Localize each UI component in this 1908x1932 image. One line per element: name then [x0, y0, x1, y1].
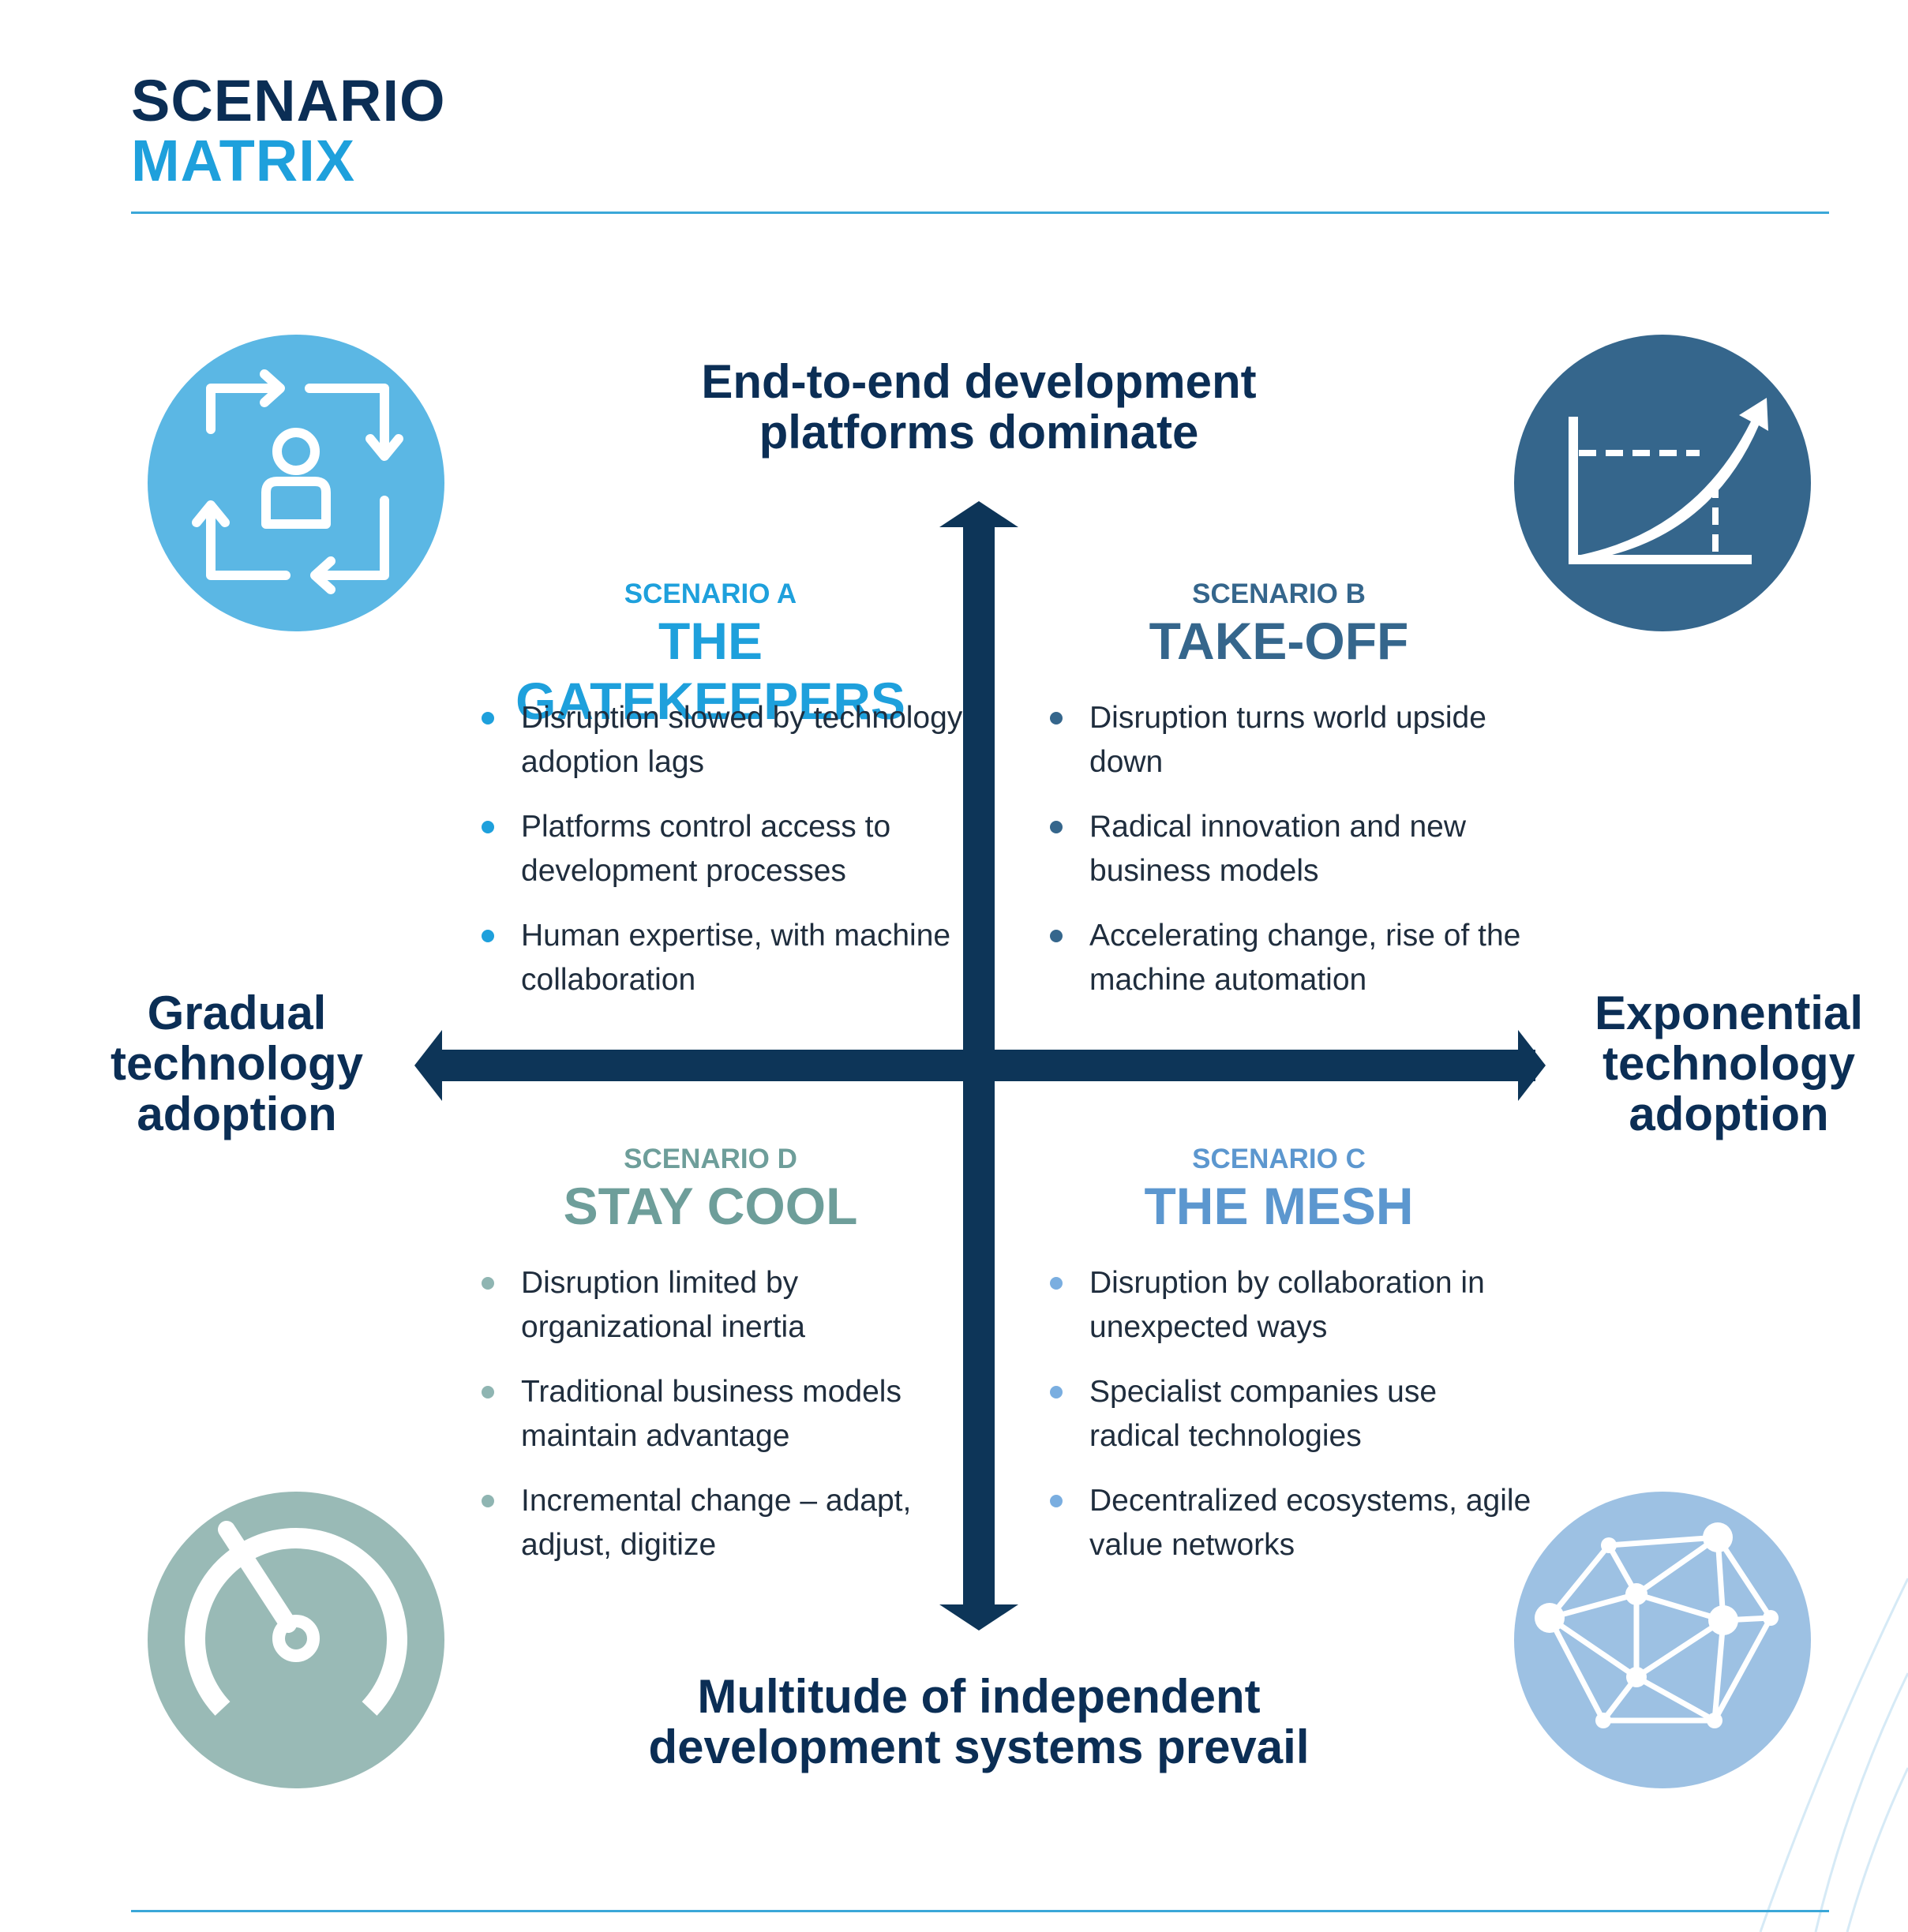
speedometer-gauge-icon: [148, 1492, 444, 1788]
title-line-2: MATRIX: [131, 128, 356, 193]
scenario-c-name: THE MESH: [1144, 1177, 1414, 1235]
page-title: SCENARIO MATRIX: [131, 71, 446, 191]
bullet-text: Disruption slowed by technology adoption…: [521, 701, 963, 779]
axis-label-top: End-to-end development platforms dominat…: [701, 355, 1257, 459]
list-item: Accelerating change, rise of the machine…: [1050, 914, 1531, 1002]
list-item: Disruption by collaboration in unexpecte…: [1050, 1261, 1531, 1350]
bullet-dot: [1050, 1495, 1063, 1507]
scenario-d-block: SCENARIO D STAY COOL Disruption limited …: [466, 1143, 955, 1562]
bullet-text: Disruption limited by organizational ine…: [521, 1266, 805, 1344]
horizontal-axis-shaft: [438, 1050, 1535, 1081]
list-item: Radical innovation and new business mode…: [1050, 805, 1531, 893]
list-item: Disruption turns world upside down: [1050, 696, 1531, 784]
axis-label-left: Gradual technology adoption: [110, 987, 363, 1140]
list-item: Disruption slowed by technology adoption…: [482, 696, 963, 784]
scenario-c-kicker: SCENARIO C: [1192, 1144, 1366, 1174]
bullet-text: Radical innovation and new business mode…: [1089, 810, 1466, 888]
bullet-text: Human expertise, with machine collaborat…: [521, 919, 951, 997]
bullet-dot: [1050, 930, 1063, 942]
list-item: Specialist companies use radical technol…: [1050, 1370, 1531, 1458]
scenario-b-block: SCENARIO B TAKE-OFF Disruption turns wor…: [1034, 578, 1524, 997]
bullet-text: Disruption turns world upside down: [1089, 701, 1486, 779]
scenario-d-kicker: SCENARIO D: [624, 1144, 797, 1174]
bullet-dot: [1050, 821, 1063, 833]
bullet-dot: [482, 930, 494, 942]
list-item: Human expertise, with machine collaborat…: [482, 914, 963, 1002]
bullet-dot: [482, 1495, 494, 1507]
list-item: Incremental change – adapt, adjust, digi…: [482, 1479, 963, 1567]
scenario-d-name: STAY COOL: [563, 1177, 858, 1235]
bullet-dot: [1050, 1386, 1063, 1398]
bullet-dot: [482, 1386, 494, 1398]
bullet-dot: [482, 821, 494, 833]
scenario-a-kicker: SCENARIO A: [624, 578, 797, 609]
bullet-text: Traditional business models maintain adv…: [521, 1375, 902, 1453]
scenario-b-kicker: SCENARIO B: [1192, 578, 1366, 609]
bullet-text: Specialist companies use radical technol…: [1089, 1375, 1438, 1453]
down-arrowhead: [939, 1604, 1018, 1631]
list-item: Traditional business models maintain adv…: [482, 1370, 963, 1458]
list-item: Disruption limited by organizational ine…: [482, 1261, 963, 1350]
left-arrowhead: [414, 1030, 442, 1101]
right-arrowhead: [1518, 1030, 1546, 1101]
bullet-dot: [482, 712, 494, 724]
top-divider: [131, 212, 1829, 214]
scenario-a-name: THE GATEKEEPERS: [515, 612, 905, 730]
scenario-a-block: SCENARIO A THE GATEKEEPERS Disruption sl…: [466, 578, 962, 997]
bottom-divider: [131, 1910, 1829, 1912]
bullet-dot: [1050, 712, 1063, 724]
title-line-1: SCENARIO: [131, 68, 446, 133]
axis-label-bottom: Multitude of independent development sys…: [648, 1670, 1310, 1773]
bullet-text: Accelerating change, rise of the machine…: [1089, 919, 1521, 997]
bullet-text: Disruption by collaboration in unexpecte…: [1089, 1266, 1485, 1344]
bullet-dot: [482, 1277, 494, 1290]
axis-label-right: Exponential technology adoption: [1594, 987, 1864, 1140]
network-mesh-icon: [1514, 1492, 1811, 1788]
bullet-text: Platforms control access to development …: [521, 810, 891, 888]
up-arrowhead: [939, 501, 1018, 527]
bullet-text: Incremental change – adapt, adjust, digi…: [521, 1484, 912, 1562]
growth-curve-chart-icon: [1514, 335, 1811, 631]
list-item: Decentralized ecosystems, agile value ne…: [1050, 1479, 1531, 1567]
user-cycle-arrows-icon: [148, 335, 444, 631]
list-item: Platforms control access to development …: [482, 805, 963, 893]
scenario-b-name: TAKE-OFF: [1149, 612, 1409, 670]
bullet-text: Decentralized ecosystems, agile value ne…: [1089, 1484, 1531, 1562]
scenario-c-block: SCENARIO C THE MESH Disruption by collab…: [1034, 1143, 1531, 1562]
bullet-dot: [1050, 1277, 1063, 1290]
